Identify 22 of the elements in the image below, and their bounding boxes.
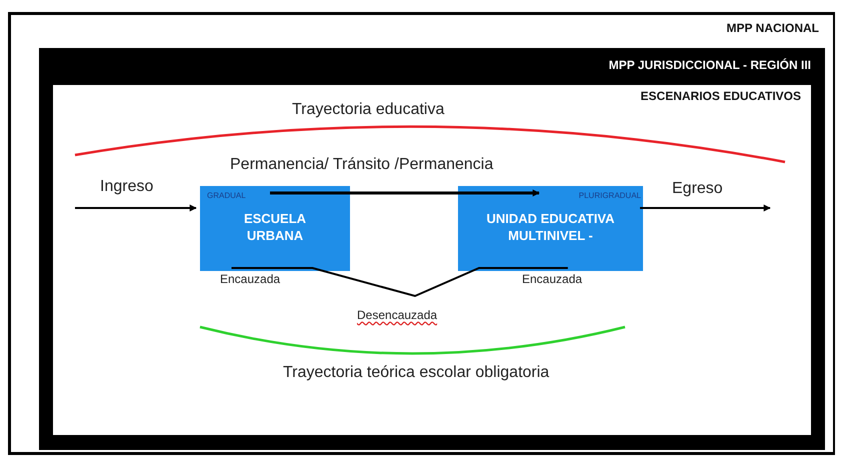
edge-label: Egreso xyxy=(672,180,723,198)
node-caption: Encauzada xyxy=(522,272,582,286)
school-box xyxy=(458,186,643,271)
trajectory-label: Trayectoria educativa xyxy=(292,101,444,119)
arrow xyxy=(640,204,771,212)
box-title: UNIDAD EDUCATIVA MULTINIVEL - xyxy=(485,210,616,244)
edge-label: Ingreso xyxy=(100,178,154,196)
school-box xyxy=(200,186,350,271)
arrow xyxy=(75,204,197,212)
level-label: PLURIGRADUAL xyxy=(578,190,641,202)
panel-title: MPP JURISDICCIONAL - REGIÓN III xyxy=(608,58,811,72)
node-caption: Encauzada xyxy=(220,272,280,286)
panel-title: MPP NACIONAL xyxy=(726,21,819,35)
connector-line xyxy=(232,267,568,298)
edge-label: Desencauzada xyxy=(357,308,438,322)
panel-title: ESCENARIOS EDUCATIVOS xyxy=(640,89,801,103)
scenario-panel xyxy=(53,85,811,435)
box-title: ESCUELA URBANA xyxy=(242,210,308,244)
arrow xyxy=(270,190,540,196)
trajectory-label: Trayectoria teórica escolar obligatoria xyxy=(283,364,550,382)
level-label: GRADUAL xyxy=(207,190,247,202)
trajectory-label: Permanencia/ Tránsito /Permanencia xyxy=(230,156,494,174)
